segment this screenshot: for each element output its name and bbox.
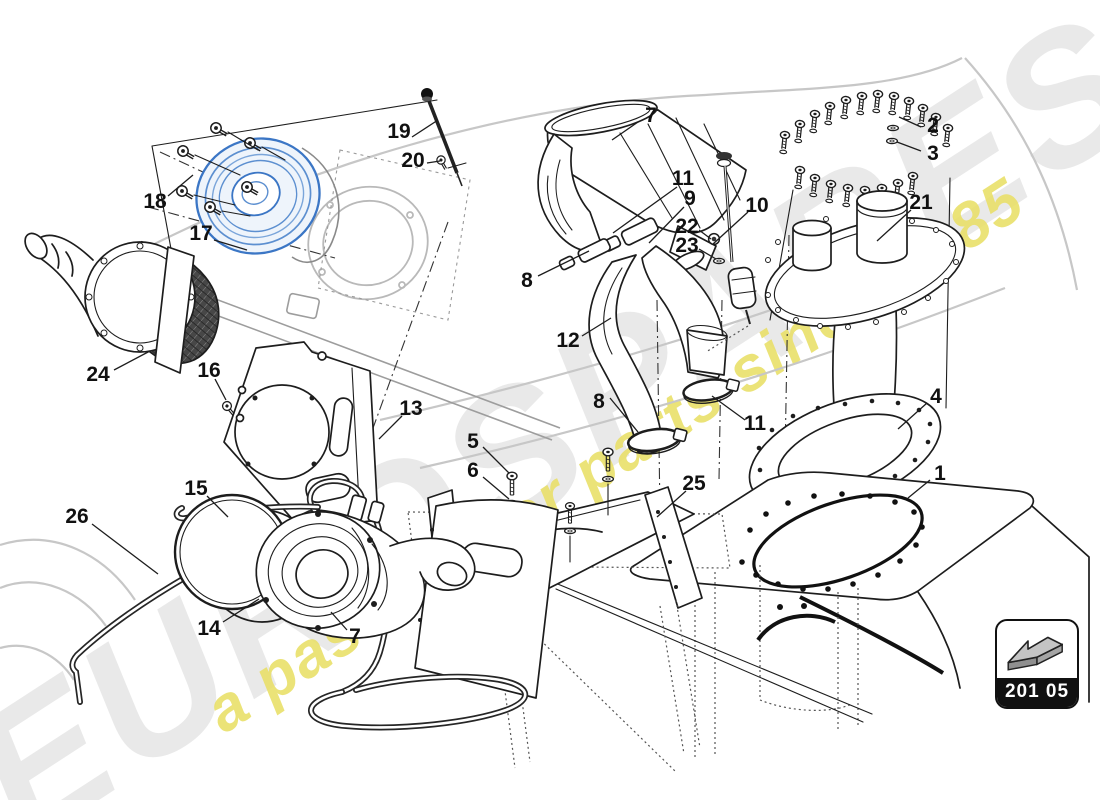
callout-17[interactable]: 17	[189, 222, 213, 245]
callout-13[interactable]: 13	[399, 397, 423, 420]
callout-10[interactable]: 10	[745, 194, 769, 217]
callout-12[interactable]: 12	[556, 329, 580, 352]
pipe-couplers	[558, 217, 659, 271]
page-code: 201 05	[997, 678, 1077, 707]
part-funnel-lower-7	[255, 509, 476, 639]
callout-26[interactable]: 26	[65, 505, 89, 528]
callout-7-upper[interactable]: 7	[645, 104, 657, 127]
part-air-filter-24	[24, 232, 220, 374]
callout-2[interactable]: 2	[927, 114, 939, 137]
callout-5[interactable]: 5	[467, 430, 479, 453]
screws-18	[175, 121, 286, 217]
callout-7-lower[interactable]: 7	[349, 625, 361, 648]
callout-15[interactable]: 15	[184, 477, 208, 500]
callout-20[interactable]: 20	[401, 149, 425, 172]
callout-11-upper[interactable]: 11	[671, 167, 695, 190]
callout-23[interactable]: 23	[675, 234, 699, 257]
callout-25[interactable]: 25	[682, 472, 706, 495]
callout-19[interactable]: 19	[387, 120, 411, 143]
callout-18[interactable]: 18	[143, 190, 167, 213]
callout-1[interactable]: 1	[934, 462, 946, 485]
page-code-badge: 201 05	[995, 619, 1079, 709]
callout-11-lower[interactable]: 11	[743, 412, 767, 435]
callout-24[interactable]: 24	[86, 363, 110, 386]
nut-22	[707, 232, 721, 246]
callout-3[interactable]: 3	[927, 142, 939, 165]
callout-9[interactable]: 9	[684, 187, 696, 210]
callout-6[interactable]: 6	[467, 459, 479, 482]
part-filler-pipe-9	[641, 245, 728, 379]
callout-22[interactable]: 22	[675, 215, 699, 238]
callout-4[interactable]: 4	[930, 385, 942, 408]
callout-14[interactable]: 14	[197, 617, 221, 640]
part-funnel-upper-7	[537, 99, 747, 272]
callout-21[interactable]: 21	[909, 191, 933, 214]
part-fuel-sender-10	[705, 152, 757, 353]
callout-16[interactable]: 16	[197, 359, 221, 382]
leader-lines	[91, 116, 931, 631]
part-dipstick-19	[421, 88, 467, 187]
direction-arrow-icon	[997, 621, 1077, 678]
callout-8-upper[interactable]: 8	[521, 269, 533, 292]
callout-8-lower[interactable]: 8	[593, 390, 605, 413]
